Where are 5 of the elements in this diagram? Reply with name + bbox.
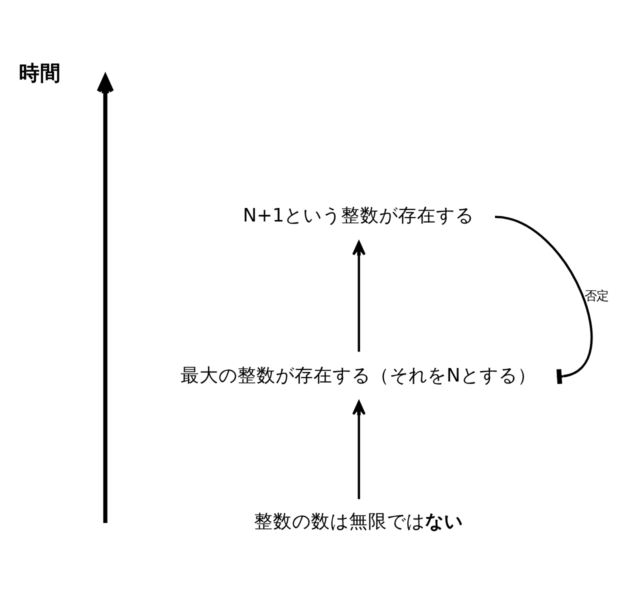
label: 時間 xyxy=(19,60,62,84)
node-text: 最大の整数が存在する（それをNとする） xyxy=(180,364,536,386)
node-text: 整数の数は無限ではない xyxy=(254,511,463,532)
node-text: N+1という整数が存在する xyxy=(242,204,474,226)
edge-label: 否定 xyxy=(584,288,609,303)
